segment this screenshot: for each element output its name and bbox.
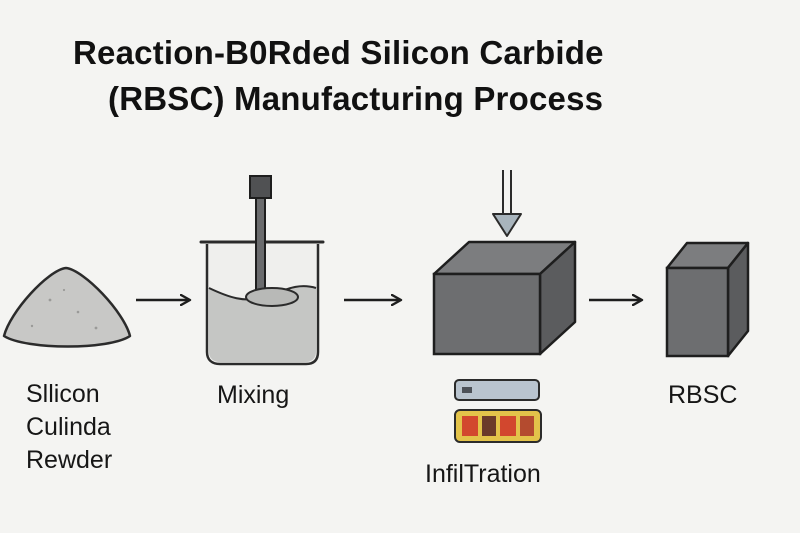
- step-label-line: RBSC: [668, 381, 738, 409]
- step-label-rbsc: RBSC: [668, 379, 737, 412]
- rbsc-block-icon: [665, 241, 750, 358]
- powder-pile-icon: [2, 266, 132, 348]
- step-label-line: Sllicon: [26, 380, 100, 408]
- heater-icon: [454, 409, 542, 443]
- diagram-title: Reaction-B0Rded Silicon Carbide (RBSC) M…: [0, 30, 800, 122]
- title-line-2: (RBSC) Manufacturing Process: [108, 80, 604, 117]
- press-arrow-icon: [492, 170, 522, 237]
- beaker-mixer-icon: [199, 175, 325, 366]
- step-label-mixing: Mixing: [217, 379, 289, 412]
- title-line-1: Reaction-B0Rded Silicon Carbide: [73, 34, 604, 71]
- block-press-icon: [432, 240, 577, 356]
- silicon-source-icon: [454, 379, 540, 401]
- step-label-line: Rewder: [26, 446, 113, 474]
- step-label-line: InfilTration: [425, 460, 541, 488]
- step-label-line: Mixing: [217, 381, 290, 409]
- step-label-line: Culinda: [26, 413, 111, 441]
- step-label-infiltration: InfilTration: [425, 458, 541, 491]
- step-label-powder: Sllicon Culinda Rewder: [26, 378, 112, 477]
